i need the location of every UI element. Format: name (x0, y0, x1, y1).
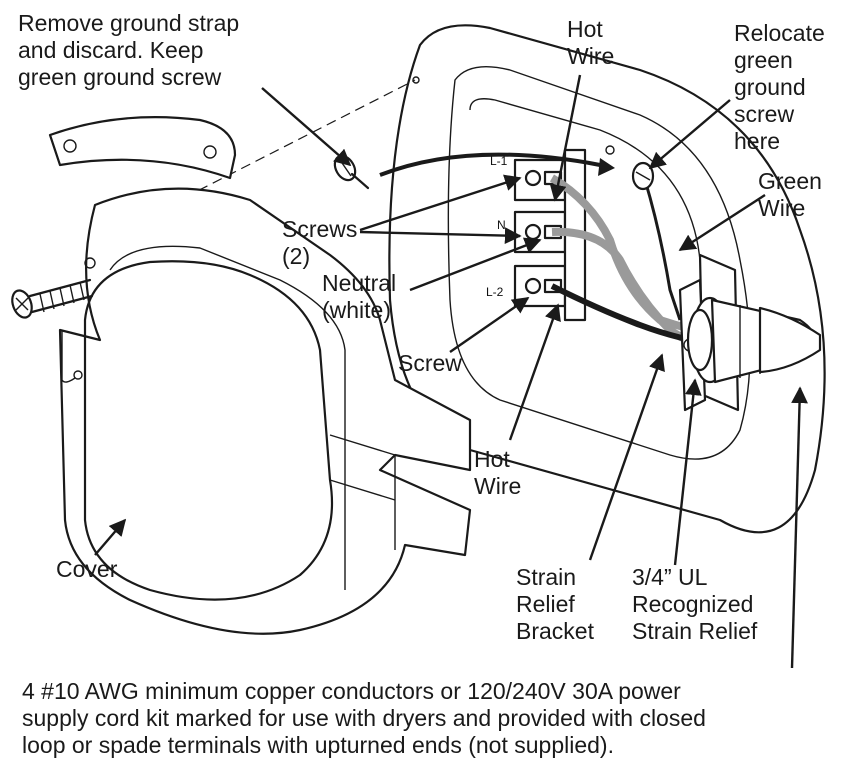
strap-hole-right (203, 145, 217, 159)
panel-hole (412, 76, 420, 84)
label-strain-relief-bracket: Strain Relief Bracket (516, 564, 594, 644)
label-relocate-screw: Relocate green ground screw here (734, 20, 825, 154)
leader-strain-bracket (588, 353, 665, 561)
leader-strain-relief (673, 378, 702, 566)
strap-arrow-head (598, 158, 615, 176)
ground-strap-path (379, 152, 601, 177)
leader-cover (94, 518, 127, 556)
cover-plate (58, 187, 472, 635)
leader-remove-strap (261, 87, 352, 167)
leader-relocate (648, 99, 731, 170)
leader-screws-2 (359, 227, 522, 245)
leader-neutral (409, 237, 542, 292)
terminal-label-n: N (497, 218, 506, 232)
terminal-label-l1: L-1 (490, 154, 508, 168)
label-strain-relief: 3/4” UL Recognized Strain Relief (632, 564, 758, 644)
wire-green (643, 179, 682, 321)
panel-hole-small (605, 145, 615, 155)
ground-strap (48, 116, 237, 180)
footnote-text: 4 #10 AWG minimum copper conductors or 1… (22, 678, 706, 758)
screw-alignment-line (169, 79, 416, 206)
strap-hole-left (63, 139, 77, 153)
label-green-wire: Green Wire (758, 168, 822, 221)
terminal-label-l2: L-2 (486, 285, 504, 299)
leader-hot-wire-bottom (508, 303, 561, 441)
label-hot-wire-bottom: Hot Wire (474, 446, 522, 499)
leader-hot-wire-top (549, 74, 582, 202)
leader-green-wire (678, 193, 766, 252)
leader-screws-1 (359, 174, 522, 232)
label-cover: Cover (56, 556, 118, 582)
label-neutral: Neutral (white) (322, 270, 397, 323)
back-panel-outer (388, 24, 826, 534)
ground-screw-relocated (631, 161, 655, 191)
leader-footnote (790, 386, 808, 669)
label-remove-ground-strap: Remove ground strap and discard. Keep gr… (18, 10, 240, 90)
label-screw: Screw (398, 350, 462, 376)
leader-screw (449, 297, 530, 353)
strain-relief-fitting (686, 296, 822, 384)
label-hot-wire-top: Hot Wire (567, 16, 615, 69)
cover-screw (11, 278, 94, 319)
ground-screw-removed (333, 154, 370, 190)
label-screws: Screws (2) (282, 216, 358, 269)
